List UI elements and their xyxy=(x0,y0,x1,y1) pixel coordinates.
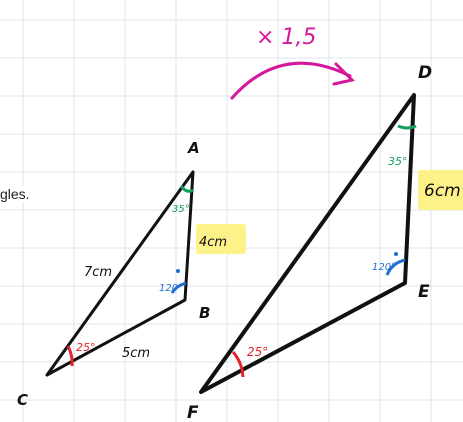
angle-arc-f xyxy=(231,350,245,378)
triangle-def xyxy=(199,93,416,394)
angle-arc-b xyxy=(170,281,187,294)
angle-label-e: 120° xyxy=(372,262,396,273)
angle-dot-b xyxy=(176,269,180,273)
angle-arc-e xyxy=(385,258,406,276)
arrow-head xyxy=(332,62,355,86)
large-triangle: 35° 120° 25° 6cm D E F xyxy=(187,63,463,422)
side-label-de: 6cm xyxy=(424,181,461,201)
angle-label-b: 120° xyxy=(159,283,183,294)
vertex-label-c: C xyxy=(17,391,28,409)
angle-label-d: 35° xyxy=(388,155,408,168)
vertex-label-f: F xyxy=(187,403,199,422)
triangle-abc xyxy=(45,170,195,377)
highlight-side-ab xyxy=(196,224,246,254)
angle-dot-e xyxy=(394,252,398,256)
vertex-label-e: E xyxy=(418,282,430,302)
angle-label-f: 25° xyxy=(247,345,268,359)
angle-label-c: 25° xyxy=(76,341,96,354)
angle-arc-c xyxy=(66,345,74,367)
side-label-bc: 5cm xyxy=(122,346,150,361)
angle-label-a: 35° xyxy=(172,204,190,215)
highlight-side-de xyxy=(418,170,463,210)
scale-arrow: × 1,5 xyxy=(230,25,355,100)
scale-factor-label: × 1,5 xyxy=(256,25,316,50)
caption-fragment: gles. xyxy=(0,186,30,202)
angle-arc-a xyxy=(179,185,194,193)
vertex-label-b: B xyxy=(199,304,210,322)
vertex-label-d: D xyxy=(418,63,432,83)
side-label-ab: 4cm xyxy=(199,235,227,250)
vertex-label-a: A xyxy=(187,139,200,157)
side-label-ac: 7cm xyxy=(84,265,112,280)
curved-arrow xyxy=(230,61,352,100)
small-triangle: 35° 120° 25° 7cm 4cm 5cm A B C xyxy=(17,139,246,409)
angle-arc-d xyxy=(397,124,417,130)
